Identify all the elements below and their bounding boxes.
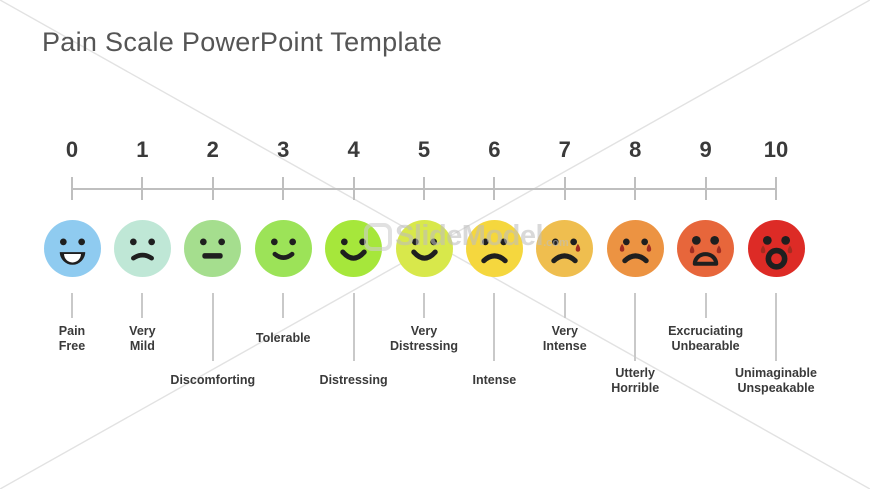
scale-label-line: Very xyxy=(410,323,438,338)
axis-tick xyxy=(493,177,496,200)
scale-number: 3 xyxy=(277,137,290,162)
laughing-face-icon xyxy=(43,220,101,277)
scale-label-line: Tolerable xyxy=(255,331,311,346)
scale-label-line: Unbearable xyxy=(671,339,740,353)
scale-label-line: Very xyxy=(129,323,156,338)
scale-label: Discomforting xyxy=(153,364,273,398)
axis-tick xyxy=(282,177,285,200)
scale-label: Tolerable xyxy=(223,322,343,356)
scale-number: 5 xyxy=(417,137,431,162)
scale-label-line: Free xyxy=(58,339,86,353)
axis-tick xyxy=(423,177,425,200)
neutral-face-icon xyxy=(184,220,242,277)
scale-label-line: Distressing xyxy=(389,339,459,353)
label-connector-line xyxy=(563,293,566,318)
label-connector-line xyxy=(282,293,285,318)
label-connector-line xyxy=(211,293,214,361)
scale-number: 8 xyxy=(629,137,642,162)
screaming-face-icon xyxy=(747,220,805,277)
scale-label-line: Intense xyxy=(472,373,517,388)
scale-number: 0 xyxy=(65,137,79,162)
scale-number: 4 xyxy=(347,137,360,162)
label-connector-line xyxy=(352,293,355,361)
wailing-face-icon xyxy=(677,220,735,277)
axis-tick xyxy=(704,177,707,200)
label-connector-line xyxy=(775,293,777,361)
axis-tick xyxy=(775,177,777,200)
frowning-face-icon xyxy=(465,220,523,277)
scale-label-line: Unspeakable xyxy=(737,381,815,395)
label-connector-line xyxy=(141,293,144,318)
scale-number: 10 xyxy=(763,137,789,162)
scale-label-line: Excruciating xyxy=(668,323,744,338)
scale-number: 1 xyxy=(136,137,149,162)
smiling-face-icon xyxy=(325,220,383,277)
label-connector-line xyxy=(71,293,73,318)
axis-tick xyxy=(141,177,144,200)
axis-tick xyxy=(634,177,637,200)
scale-label-line: Pain xyxy=(58,323,86,338)
scale-label-line: Very xyxy=(551,323,578,338)
axis-tick xyxy=(211,177,214,200)
scale-number: 9 xyxy=(699,137,712,162)
scale-number: 2 xyxy=(206,137,219,162)
scale-label: Distressing xyxy=(294,364,414,398)
scale-label-line: Unimaginable xyxy=(735,365,817,380)
scale-label: Intense xyxy=(434,364,554,398)
slide-title: Pain Scale PowerPoint Template xyxy=(42,27,443,57)
axis-tick xyxy=(71,177,73,200)
label-connector-line xyxy=(493,293,496,361)
scale-number: 7 xyxy=(558,137,571,162)
label-connector-line xyxy=(634,293,637,361)
label-connector-line xyxy=(423,293,425,318)
scale-label-line: Distressing xyxy=(319,373,388,388)
scale-label-line: Mild xyxy=(129,339,155,353)
scale-label-line: Horrible xyxy=(611,381,660,395)
smiling-face-icon xyxy=(395,220,453,277)
label-connector-line xyxy=(704,293,707,318)
axis-tick xyxy=(563,177,566,200)
scale-label-line: Utterly xyxy=(615,365,655,380)
crying-face-icon xyxy=(606,220,664,277)
slight-smile-face-icon xyxy=(254,220,312,277)
worried-face-icon xyxy=(113,220,171,277)
scale-label-line: Discomforting xyxy=(170,373,256,388)
scale-number: 6 xyxy=(488,137,501,162)
axis-tick xyxy=(352,177,355,200)
scale-label-line: Intense xyxy=(542,339,587,353)
sad-tear-face-icon xyxy=(536,220,594,277)
